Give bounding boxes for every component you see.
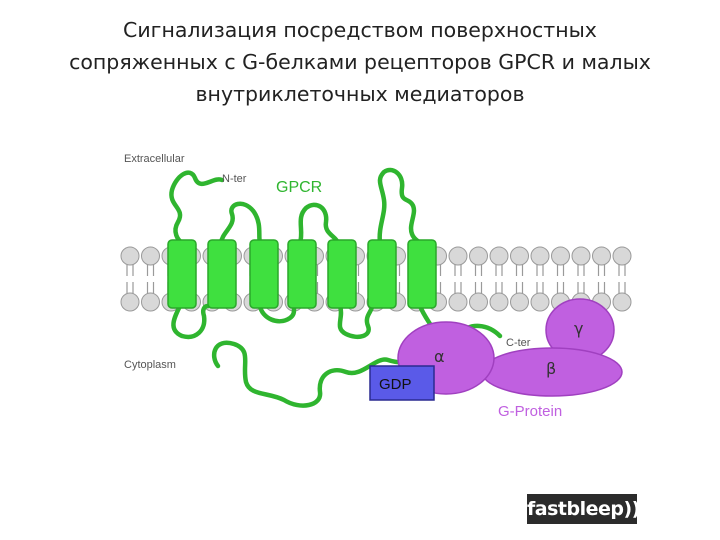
lipid-head — [489, 292, 509, 312]
slide-title: Сигнализация посредством поверхностных с… — [10, 14, 710, 110]
title-line-3: внутриклеточных медиаторов — [195, 82, 525, 106]
intracellular-loop-3 — [337, 303, 375, 339]
gdp-box — [369, 365, 435, 401]
extracellular-loop-2 — [297, 202, 341, 246]
gdp-label: GDP — [379, 376, 412, 393]
lipid-head — [510, 292, 529, 312]
g-protein-complex — [369, 298, 623, 401]
lipid-head — [448, 292, 468, 312]
lipid-head — [551, 246, 570, 266]
lipid-head — [530, 292, 550, 312]
gpcr-label: GPCR — [276, 179, 322, 196]
extracellular-loop-3 — [377, 167, 423, 246]
lipid-head — [612, 246, 632, 266]
n-ter-label: N-ter — [222, 173, 247, 185]
g-protein-label: G-Protein — [498, 403, 562, 420]
lipid-head — [592, 246, 611, 266]
tm-helix-1 — [167, 239, 197, 309]
alpha-label: α — [434, 347, 445, 366]
extracellular-label: Extracellular — [124, 153, 185, 165]
title-line-2: сопряженных с G-белками рецепторов GPCR … — [69, 50, 651, 74]
intracellular-loop-1 — [171, 303, 211, 340]
lipid-head — [530, 246, 550, 266]
lipid-head — [612, 292, 632, 312]
fastbleep-logo: fastbleep)) — [527, 494, 640, 524]
lipid-head — [489, 246, 509, 266]
tm-helix-3 — [249, 239, 279, 309]
lipid-head — [120, 246, 140, 266]
cytoplasm-label: Cytoplasm — [124, 359, 176, 371]
n-terminus-loop — [169, 170, 225, 246]
lipid-head — [448, 246, 468, 266]
lipid-head — [469, 292, 488, 312]
c-ter-label: C-ter — [506, 337, 531, 349]
diagram-labels: Extracellular Cytoplasm N-ter GPCR C-ter… — [124, 153, 583, 420]
gamma-label: γ — [574, 319, 583, 338]
tm-helix-2 — [207, 239, 237, 309]
lipid-head — [510, 246, 529, 266]
lipid-head — [120, 292, 140, 312]
beta-label: β — [546, 359, 556, 378]
lipid-head — [469, 246, 488, 266]
lipid-head — [141, 246, 160, 266]
title-line-1: Сигнализация посредством поверхностных — [123, 18, 597, 42]
tm-helix-7 — [407, 239, 437, 309]
tm-helix-6 — [367, 239, 397, 309]
lipid-head — [571, 246, 591, 266]
extracellular-loop-1 — [218, 201, 263, 246]
lipid-head — [141, 292, 160, 312]
tm-helix-4 — [287, 239, 317, 309]
transmembrane-helices — [167, 239, 437, 309]
tm-helix-5 — [327, 239, 357, 309]
